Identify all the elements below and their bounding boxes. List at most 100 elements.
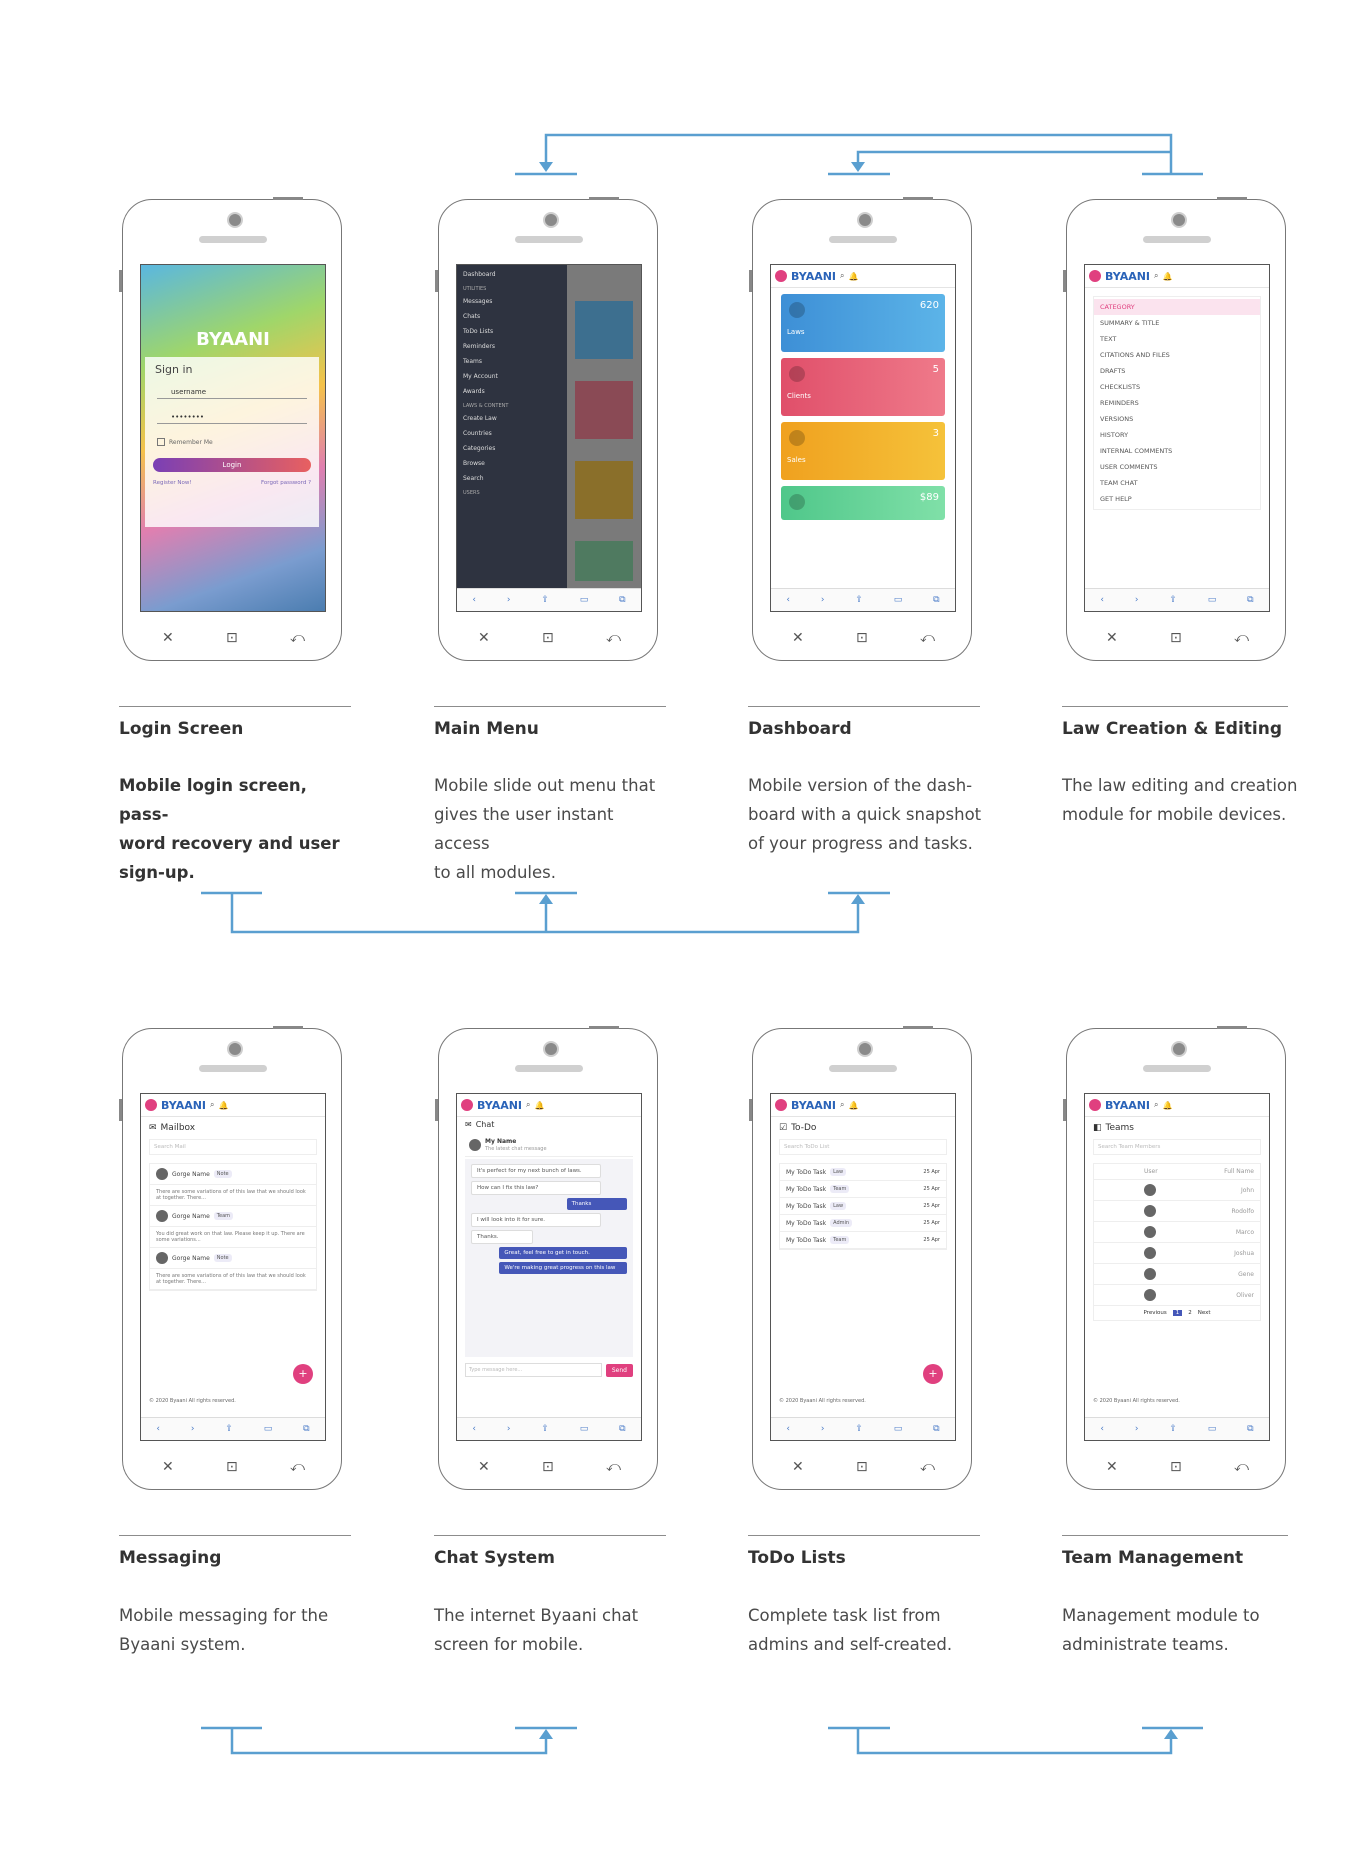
search-icon[interactable]: ⌕ (1154, 271, 1159, 280)
menu-countries[interactable]: Countries (463, 430, 492, 437)
menu-icon[interactable] (775, 1099, 787, 1111)
law-tab-category[interactable]: CATEGORY (1094, 299, 1260, 315)
back-icon[interactable]: ⤺ (290, 1459, 305, 1475)
bell-icon[interactable]: 🔔 (218, 1100, 229, 1110)
close-icon[interactable]: ✕ (1106, 630, 1118, 646)
home-icon[interactable]: ⊡ (1170, 630, 1182, 646)
back-icon[interactable]: ⤺ (606, 1459, 621, 1475)
menu-categories[interactable]: Categories (463, 445, 496, 452)
login-button[interactable]: Login (153, 458, 311, 472)
home-icon[interactable]: ⊡ (856, 1459, 868, 1475)
law-tab-versions[interactable]: VERSIONS (1100, 415, 1134, 423)
send-button[interactable]: Send (605, 1363, 633, 1377)
law-tab-internal-comments[interactable]: INTERNAL COMMENTS (1100, 447, 1173, 455)
mail-preview[interactable]: There are some variations of of this law… (150, 1269, 316, 1290)
law-tab-history[interactable]: HISTORY (1100, 431, 1129, 439)
close-icon[interactable]: ✕ (478, 1459, 490, 1475)
column-user[interactable]: User (1144, 1168, 1158, 1175)
menu-icon[interactable] (461, 1099, 473, 1111)
menu-teams[interactable]: Teams (463, 358, 482, 365)
close-icon[interactable]: ✕ (162, 1459, 174, 1475)
home-icon[interactable]: ⊡ (542, 630, 554, 646)
back-icon[interactable]: ⤺ (920, 630, 935, 646)
menu-reminders[interactable]: Reminders (463, 343, 495, 350)
law-tab-get-help[interactable]: GET HELP (1100, 495, 1132, 503)
message-input[interactable]: Type message here... (465, 1363, 602, 1377)
bell-icon[interactable]: 🔔 (848, 1100, 859, 1110)
law-tab-drafts[interactable]: DRAFTS (1100, 367, 1126, 375)
menu-todo[interactable]: ToDo Lists (463, 328, 494, 335)
search-icon[interactable]: ⌕ (1154, 1100, 1159, 1109)
law-tab-text[interactable]: TEXT (1100, 335, 1117, 343)
bell-icon[interactable]: 🔔 (1162, 271, 1173, 281)
compose-button[interactable]: + (293, 1364, 313, 1384)
remember-checkbox[interactable] (157, 438, 165, 446)
search-icon[interactable]: ⌕ (526, 1100, 531, 1109)
password-field[interactable]: •••••••• (157, 411, 307, 424)
menu-icon[interactable] (1089, 1099, 1101, 1111)
home-icon[interactable]: ⊡ (226, 1459, 238, 1475)
menu-account[interactable]: My Account (463, 373, 498, 380)
register-link[interactable]: Register Now! (153, 480, 192, 486)
home-icon[interactable]: ⊡ (856, 630, 868, 646)
home-icon[interactable]: ⊡ (542, 1459, 554, 1475)
pagination-page-2[interactable]: 2 (1188, 1310, 1192, 1316)
close-icon[interactable]: ✕ (1106, 1459, 1118, 1475)
search-icon[interactable]: ⌕ (840, 271, 845, 280)
back-icon[interactable]: ⤺ (1234, 630, 1249, 646)
home-icon[interactable]: ⊡ (1170, 1459, 1182, 1475)
bell-icon[interactable]: 🔔 (1162, 1100, 1173, 1110)
team-member-row[interactable]: John (1094, 1180, 1260, 1201)
close-icon[interactable]: ✕ (792, 630, 804, 646)
team-member-row[interactable]: Joshua (1094, 1243, 1260, 1264)
pagination-next[interactable]: Next (1197, 1310, 1211, 1316)
law-tab-summary[interactable]: SUMMARY & TITLE (1100, 319, 1160, 327)
menu-search[interactable]: Search (463, 475, 484, 482)
law-tab-citations[interactable]: CITATIONS AND FILES (1100, 351, 1170, 359)
back-icon[interactable]: ⤺ (1234, 1459, 1249, 1475)
menu-browse[interactable]: Browse (463, 460, 485, 467)
team-member-row[interactable]: Oliver (1094, 1285, 1260, 1306)
search-icon[interactable]: ⌕ (210, 1100, 215, 1109)
mail-preview[interactable]: There are some variations of of this law… (150, 1185, 316, 1206)
close-icon[interactable]: ✕ (792, 1459, 804, 1475)
menu-dashboard[interactable]: Dashboard (463, 271, 496, 278)
add-todo-button[interactable]: + (923, 1364, 943, 1384)
bell-icon[interactable]: 🔔 (534, 1100, 545, 1110)
mail-preview[interactable]: You did great work on that law. Please k… (150, 1227, 316, 1248)
team-search-input[interactable]: Search Team Members (1093, 1139, 1261, 1155)
tile-revenue[interactable]: $89 (781, 486, 945, 520)
menu-icon[interactable] (1089, 270, 1101, 282)
law-tab-checklists[interactable]: CHECKLISTS (1100, 383, 1141, 391)
forgot-password-link[interactable]: Forgot password ? (260, 480, 311, 486)
law-tab-user-comments[interactable]: USER COMMENTS (1100, 463, 1158, 471)
pagination-page-1[interactable]: 1 (1172, 1310, 1183, 1316)
menu-chats[interactable]: Chats (463, 313, 481, 320)
menu-icon[interactable] (775, 270, 787, 282)
search-icon[interactable]: ⌕ (840, 1100, 845, 1109)
back-icon[interactable]: ⤺ (606, 630, 621, 646)
column-full-name[interactable]: Full Name (1224, 1168, 1254, 1175)
menu-create-law[interactable]: Create Law (463, 415, 497, 422)
username-field[interactable]: username (157, 386, 307, 399)
team-member-row[interactable]: Marco (1094, 1222, 1260, 1243)
close-icon[interactable]: ✕ (478, 630, 490, 646)
pagination-prev[interactable]: Previous (1143, 1310, 1167, 1316)
law-tab-reminders[interactable]: REMINDERS (1100, 399, 1139, 407)
todo-search-input[interactable]: Search ToDo List (779, 1139, 947, 1155)
team-member-row[interactable]: Rodolfo (1094, 1201, 1260, 1222)
mail-search-input[interactable]: Search Mail (149, 1139, 317, 1155)
bell-icon[interactable]: 🔔 (848, 271, 859, 281)
menu-awards[interactable]: Awards (463, 388, 485, 395)
menu-icon[interactable] (145, 1099, 157, 1111)
menu-messages[interactable]: Messages (463, 298, 493, 305)
back-icon[interactable]: ⤺ (290, 630, 305, 646)
